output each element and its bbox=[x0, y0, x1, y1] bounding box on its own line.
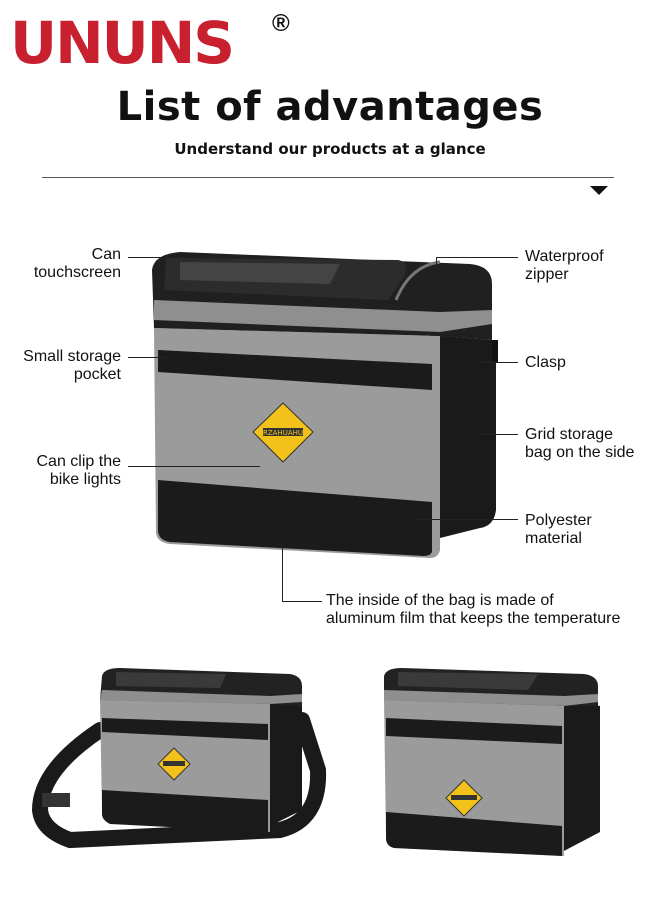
bag-front-image bbox=[384, 668, 600, 856]
divider bbox=[42, 177, 614, 178]
leader-line-pocket bbox=[128, 357, 172, 358]
badge-text: RZAHUAHU bbox=[263, 429, 303, 437]
callout-clasp: Clasp bbox=[525, 354, 566, 371]
leader-line-inside-h bbox=[282, 601, 322, 602]
registered-mark: ® bbox=[272, 10, 290, 37]
page-subtitle: Understand our products at a glance bbox=[174, 140, 486, 158]
leader-line-polyester bbox=[412, 519, 518, 520]
leader-line-zipper bbox=[436, 257, 518, 258]
triangle-down-icon bbox=[590, 186, 608, 195]
leader-line-inside bbox=[282, 540, 283, 602]
bag-with-strap-image bbox=[31, 668, 327, 849]
leader-line-touchscreen bbox=[128, 257, 244, 258]
leader-line-zipper-drop bbox=[436, 257, 437, 281]
brand-logo: UNUNS bbox=[10, 14, 235, 72]
leader-line-lights bbox=[128, 466, 260, 467]
main-bag-image: RZAHUAHU bbox=[152, 252, 498, 558]
leader-line-clasp bbox=[478, 362, 518, 363]
brand-name: UNUNS bbox=[10, 9, 235, 77]
leader-line-grid bbox=[478, 434, 518, 435]
page-title: List of advantages bbox=[116, 84, 544, 130]
